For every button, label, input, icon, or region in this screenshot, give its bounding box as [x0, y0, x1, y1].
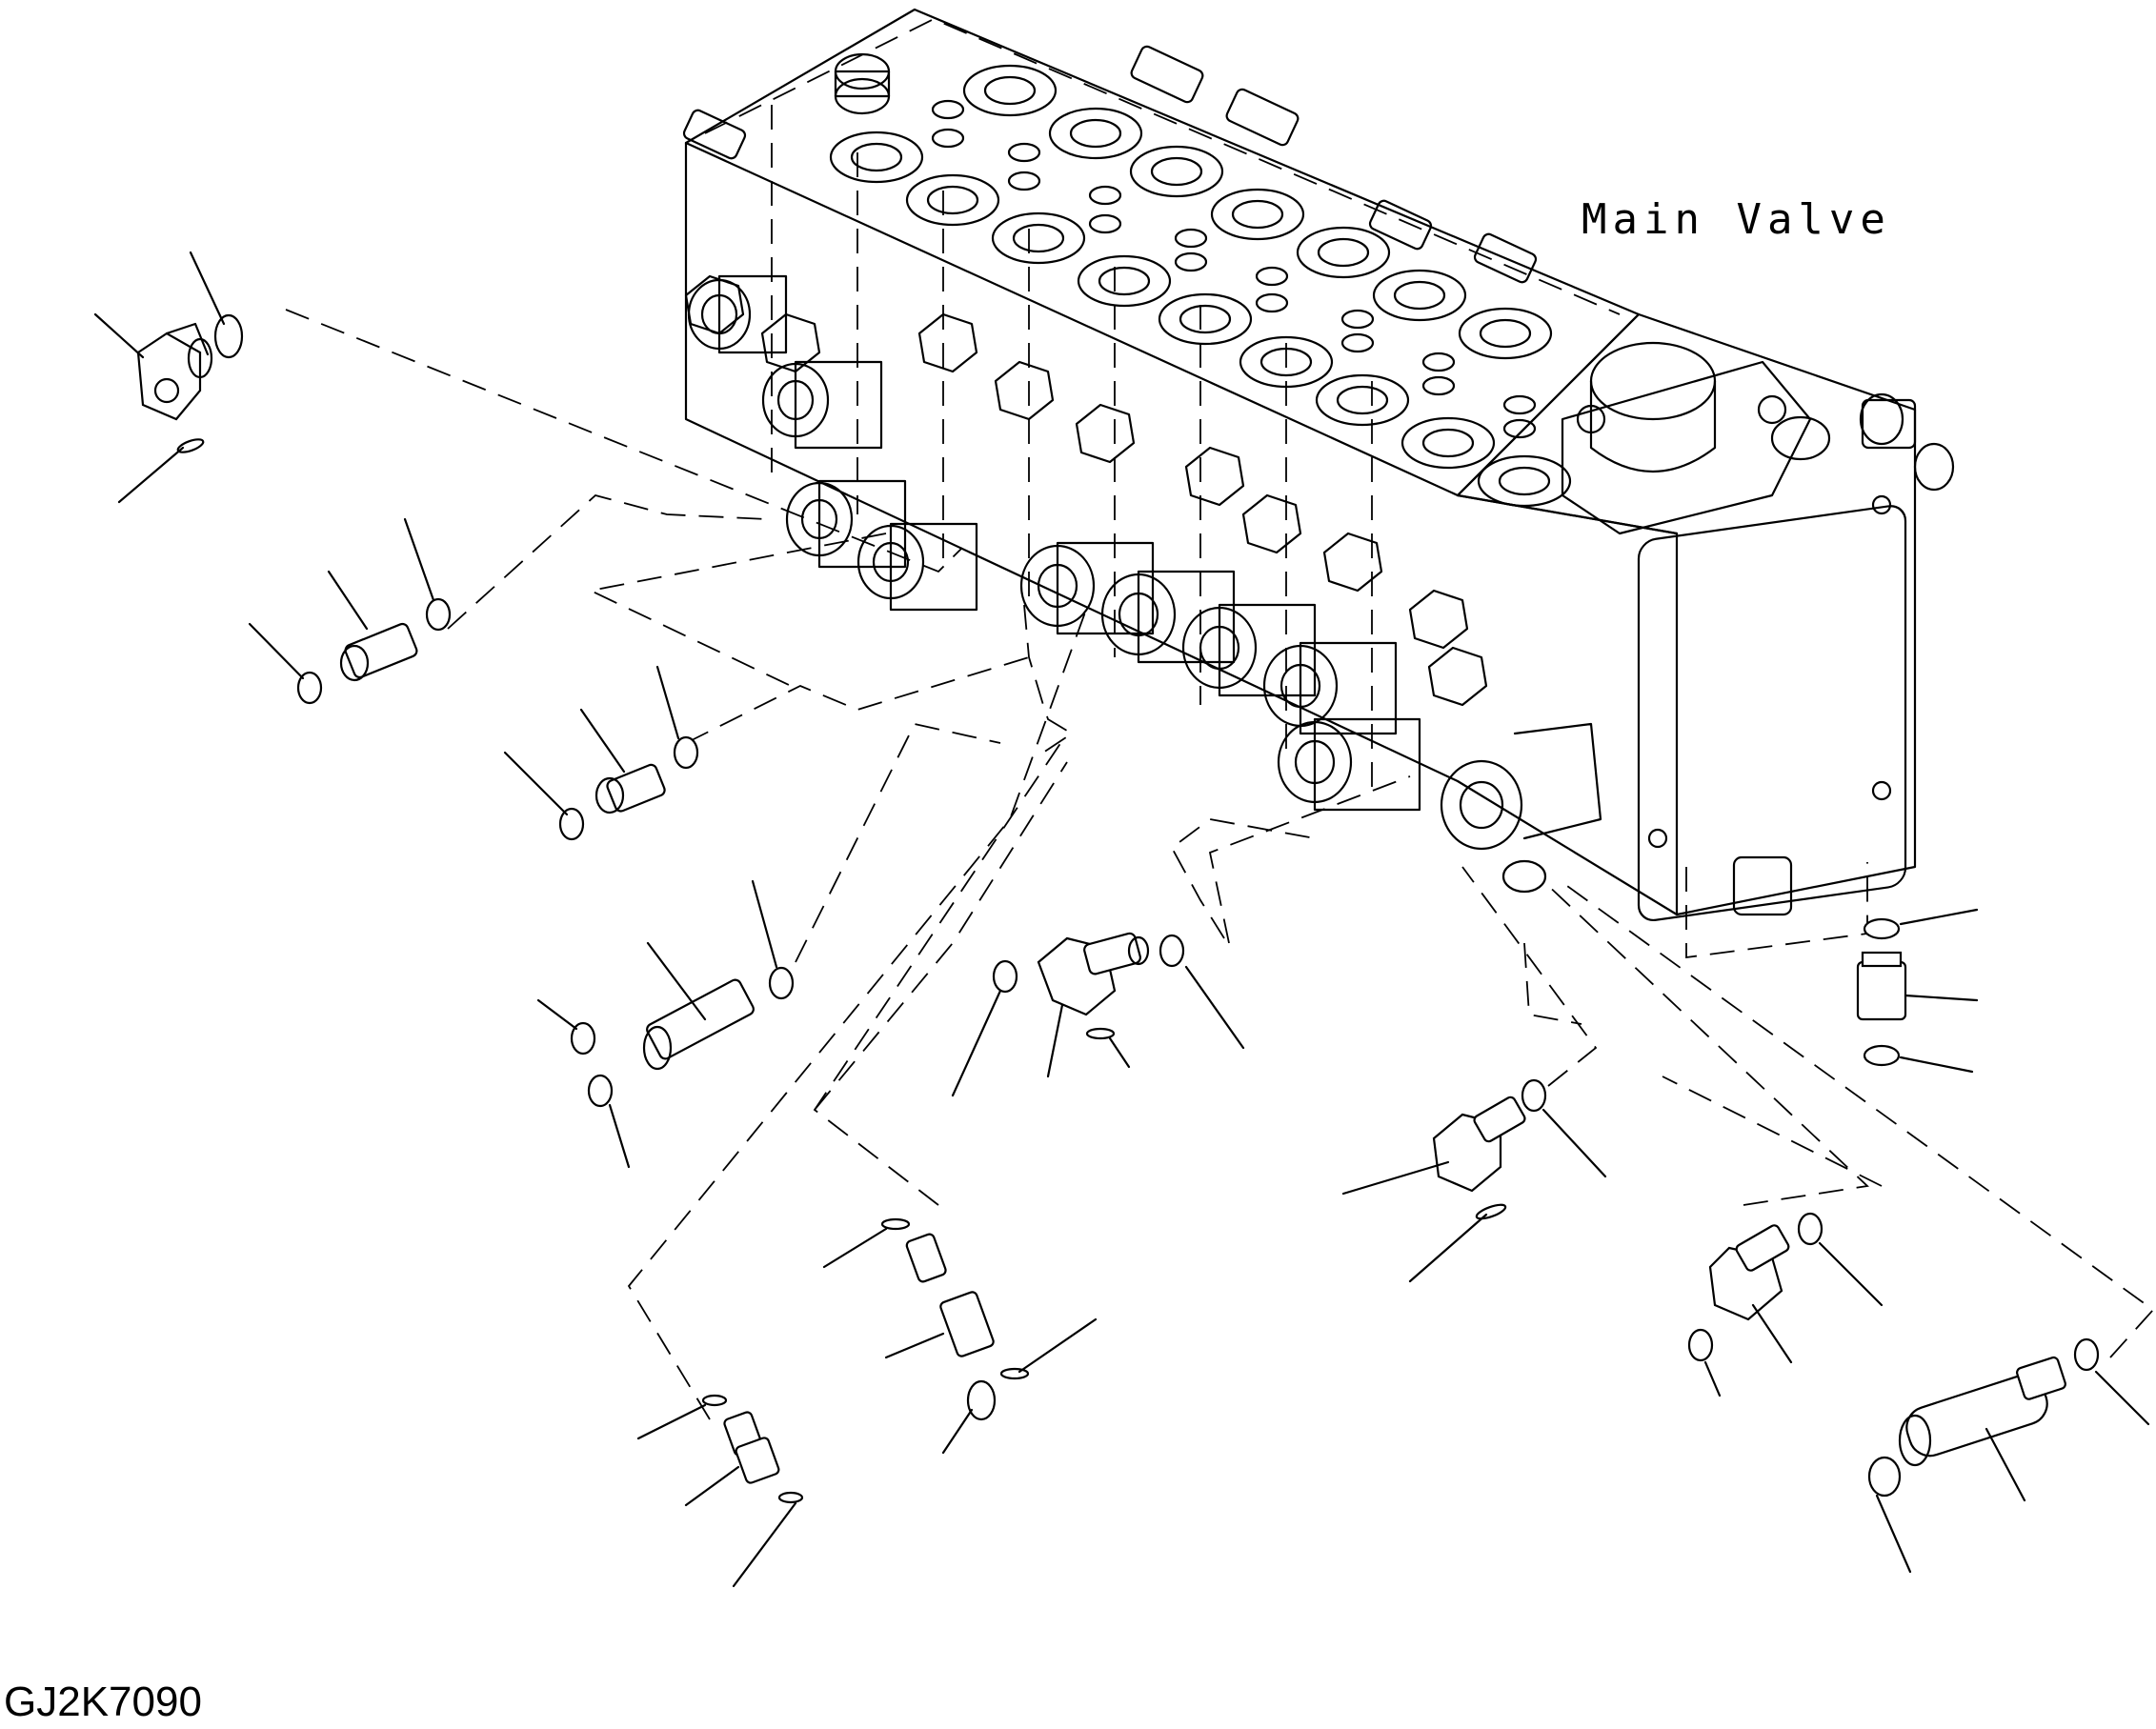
long-fitting-10 — [1867, 1337, 2150, 1574]
straight-fitting-7 — [636, 1394, 804, 1588]
straight-fitting-11 — [1856, 908, 1979, 1074]
straight-fitting-4 — [536, 879, 795, 1169]
upper-plugs — [682, 45, 1538, 284]
spool-caps — [687, 274, 1421, 812]
straight-fitting-2 — [248, 517, 452, 705]
elbow-fitting-5 — [951, 932, 1245, 1097]
elbow-fitting-8 — [1341, 1078, 1607, 1283]
straight-fitting-3 — [503, 665, 699, 841]
assembly-label: Main Valve — [1582, 195, 1891, 244]
top-ports — [829, 64, 1572, 508]
elbow-fitting-9 — [1687, 1212, 1884, 1397]
drawing-code: GJ2K7090 — [4, 1679, 202, 1725]
main-valve-body — [682, 8, 1955, 959]
hex-nuts — [684, 274, 1488, 707]
elbow-fitting-1 — [93, 251, 244, 504]
dashed-connection-paths — [285, 309, 2155, 1420]
bottom-large-nut — [1440, 722, 1793, 916]
swivel-fitting-6 — [822, 1217, 1098, 1455]
relief-valve-cap — [1561, 341, 1831, 535]
